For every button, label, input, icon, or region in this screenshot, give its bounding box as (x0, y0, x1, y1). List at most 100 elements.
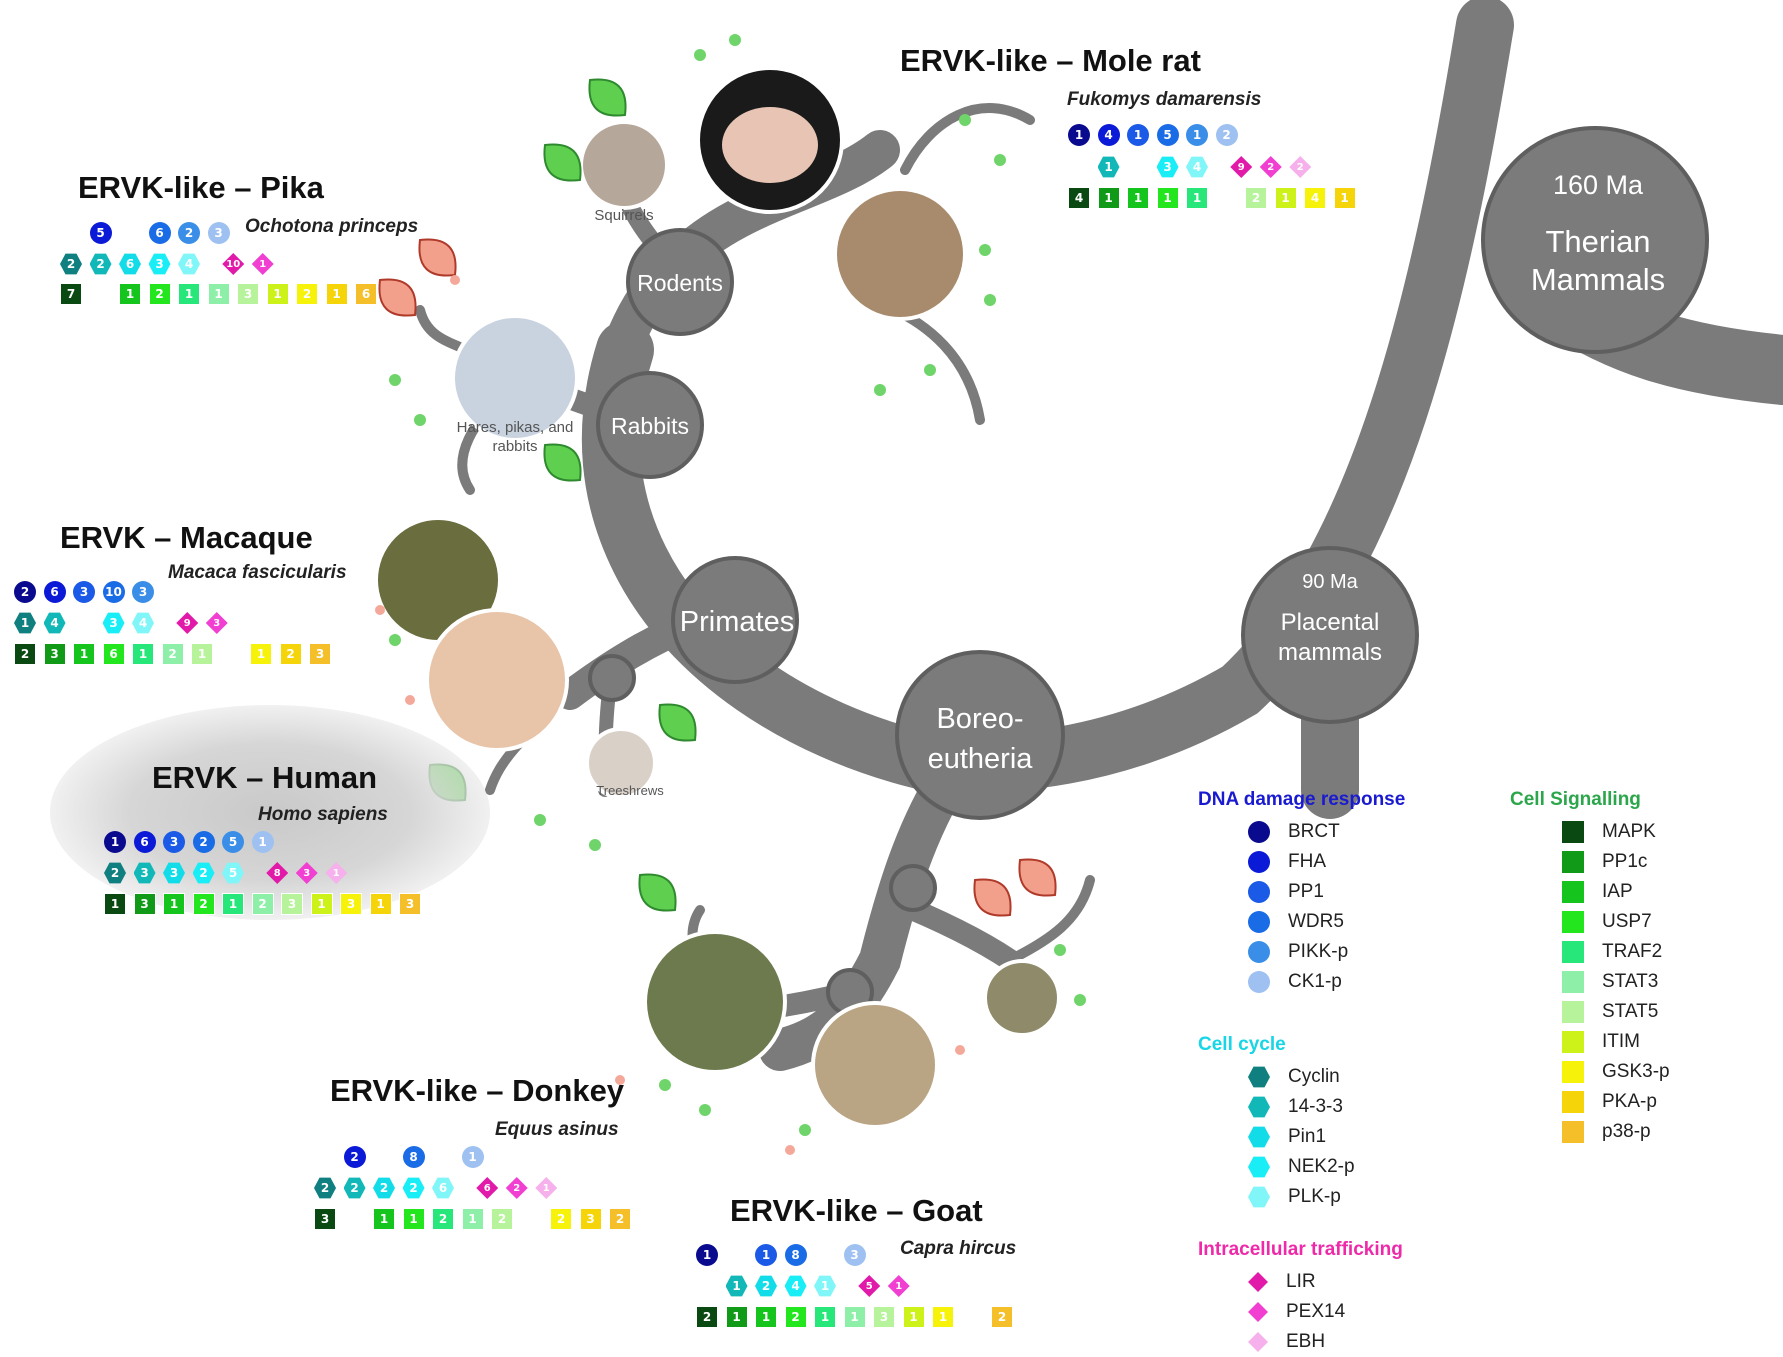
legend-item-label: PP1c (1602, 851, 1648, 872)
legend-item-iap: IAP (1562, 877, 1670, 907)
molerat-signal-stat5: 2 (1245, 187, 1267, 209)
primates-label: Primates (680, 606, 794, 638)
donkey-signal-iap: 1 (373, 1208, 395, 1230)
leaf-dot (694, 49, 706, 61)
goat-signal-iap: 1 (755, 1306, 777, 1328)
pika-signal-stat5: 3 (237, 283, 259, 305)
macaque-dna-pp1: 3 (73, 581, 95, 603)
legend-circle-marker (1248, 941, 1270, 963)
donkey-signal-gsk3-p: 2 (550, 1208, 572, 1230)
legend-hex-marker (1248, 1186, 1270, 1208)
human-signal-mapk: 1 (104, 893, 126, 915)
placental-age-label: 90 Ma (1302, 571, 1358, 593)
macaque-cycle-14-3-3: 4 (43, 612, 66, 634)
human-title: ERVK – Human (152, 760, 378, 795)
leaf-dot (994, 154, 1006, 166)
goat-signal-pp1c: 1 (725, 1306, 748, 1328)
legend-diamond-marker (1248, 1302, 1268, 1322)
goat-signal-stat3: 1 (843, 1306, 866, 1328)
goat-signal-traf2: 1 (814, 1306, 836, 1328)
legend-item-pp1: PP1 (1248, 877, 1405, 907)
pika-title: ERVK-like – Pika (78, 170, 324, 205)
pika-cycle-cyclin: 2 (60, 253, 82, 275)
macaque-signal-pp1c: 3 (43, 643, 66, 665)
legend-item-mapk: MAPK (1562, 817, 1670, 847)
legend-item-stat3: STAT3 (1562, 967, 1670, 997)
molerat-traffic-ebh: 2 (1289, 156, 1312, 178)
human-signal-stat3: 2 (251, 893, 274, 915)
legend-signal-title: Cell Signalling (1510, 789, 1641, 810)
legend-diamond-marker (1248, 1272, 1268, 1292)
human-species-name: Homo sapiens (258, 804, 388, 825)
small-leaves (389, 34, 1086, 1136)
human-signal-itim: 1 (310, 893, 333, 915)
legend-item-label: USP7 (1602, 911, 1652, 932)
donkey-signal-mapk: 3 (314, 1208, 336, 1230)
pika-signal-iap: 1 (119, 283, 141, 305)
human-traffic-pex14: 3 (295, 862, 318, 884)
pika-dna-ck1-p: 3 (207, 222, 230, 244)
squirrels-caption: Squirrels (594, 207, 653, 224)
goat-traffic-lir: 5 (858, 1275, 881, 1297)
donkey-signal-usp7: 1 (402, 1208, 425, 1230)
leaf-dot (1074, 994, 1086, 1006)
molerat-dna-brct: 1 (1068, 124, 1090, 146)
small-pink-dots (375, 275, 965, 1155)
legend-item-label: p38-p (1602, 1121, 1651, 1142)
human-signal-iap: 1 (163, 893, 185, 915)
legend-square-marker (1562, 881, 1584, 903)
placental-node (1241, 546, 1419, 724)
macaque-signal-traf2: 1 (132, 643, 154, 665)
pika-dna-pikk-p: 2 (178, 222, 200, 244)
macaque-signal-stat3: 2 (161, 643, 184, 665)
legend-item-label: BRCT (1288, 821, 1340, 842)
leaf-dot (979, 244, 991, 256)
green-leaf-icon (543, 143, 582, 182)
legend-square-marker (1562, 911, 1584, 933)
legend-item-label: IAP (1602, 881, 1633, 902)
legend-item-pex14: PEX14 (1248, 1297, 1403, 1327)
hedgehog-photo (983, 959, 1061, 1037)
donkey-cycle-plk-p: 6 (432, 1177, 454, 1199)
goat-cycle-plk-p: 1 (814, 1275, 836, 1297)
pika-signal-stat3: 1 (207, 283, 230, 305)
pika-dna-fha: 5 (89, 222, 112, 244)
clade-nodes (588, 126, 1709, 1016)
macaque-signal-iap: 1 (73, 643, 95, 665)
molerat-signal-mapk: 4 (1068, 187, 1090, 209)
goat-dna-pp1: 1 (755, 1244, 777, 1266)
legend-item-label: GSK3-p (1602, 1061, 1670, 1082)
pika-species-name: Ochotona princeps (245, 216, 419, 237)
goat-cycle-pin1: 2 (755, 1275, 777, 1297)
molerat-signal-traf2: 1 (1186, 187, 1208, 209)
boreo-label: Boreo-eutheria (928, 703, 1034, 775)
hare-photo (451, 314, 579, 442)
leaf-dot (375, 605, 385, 615)
human-dna-pp1: 3 (163, 831, 185, 853)
molerat-signal-pp1c: 1 (1097, 187, 1120, 209)
molerat-signal-iap: 1 (1127, 187, 1149, 209)
leaf-dot (615, 1075, 625, 1085)
pika-cycle-pin1: 6 (119, 253, 141, 275)
legend-item-brct: BRCT (1248, 817, 1405, 847)
human-traffic-lir: 8 (266, 862, 289, 884)
macaque-signal-p38-p: 3 (309, 643, 331, 665)
donkey-dna-ck1-p: 1 (461, 1146, 484, 1168)
leaf-dot (729, 34, 741, 46)
pink-leaf-icon (418, 238, 457, 277)
boreo-node (895, 650, 1065, 820)
donkey-species-name: Equus asinus (495, 1119, 619, 1140)
legend-diamond-marker (1248, 1332, 1268, 1352)
primates-node (671, 556, 799, 684)
small-node (889, 864, 937, 912)
human-highlight (50, 705, 490, 920)
legend-item-label: EBH (1286, 1331, 1326, 1352)
pika-signal-pka-p: 1 (325, 283, 348, 305)
